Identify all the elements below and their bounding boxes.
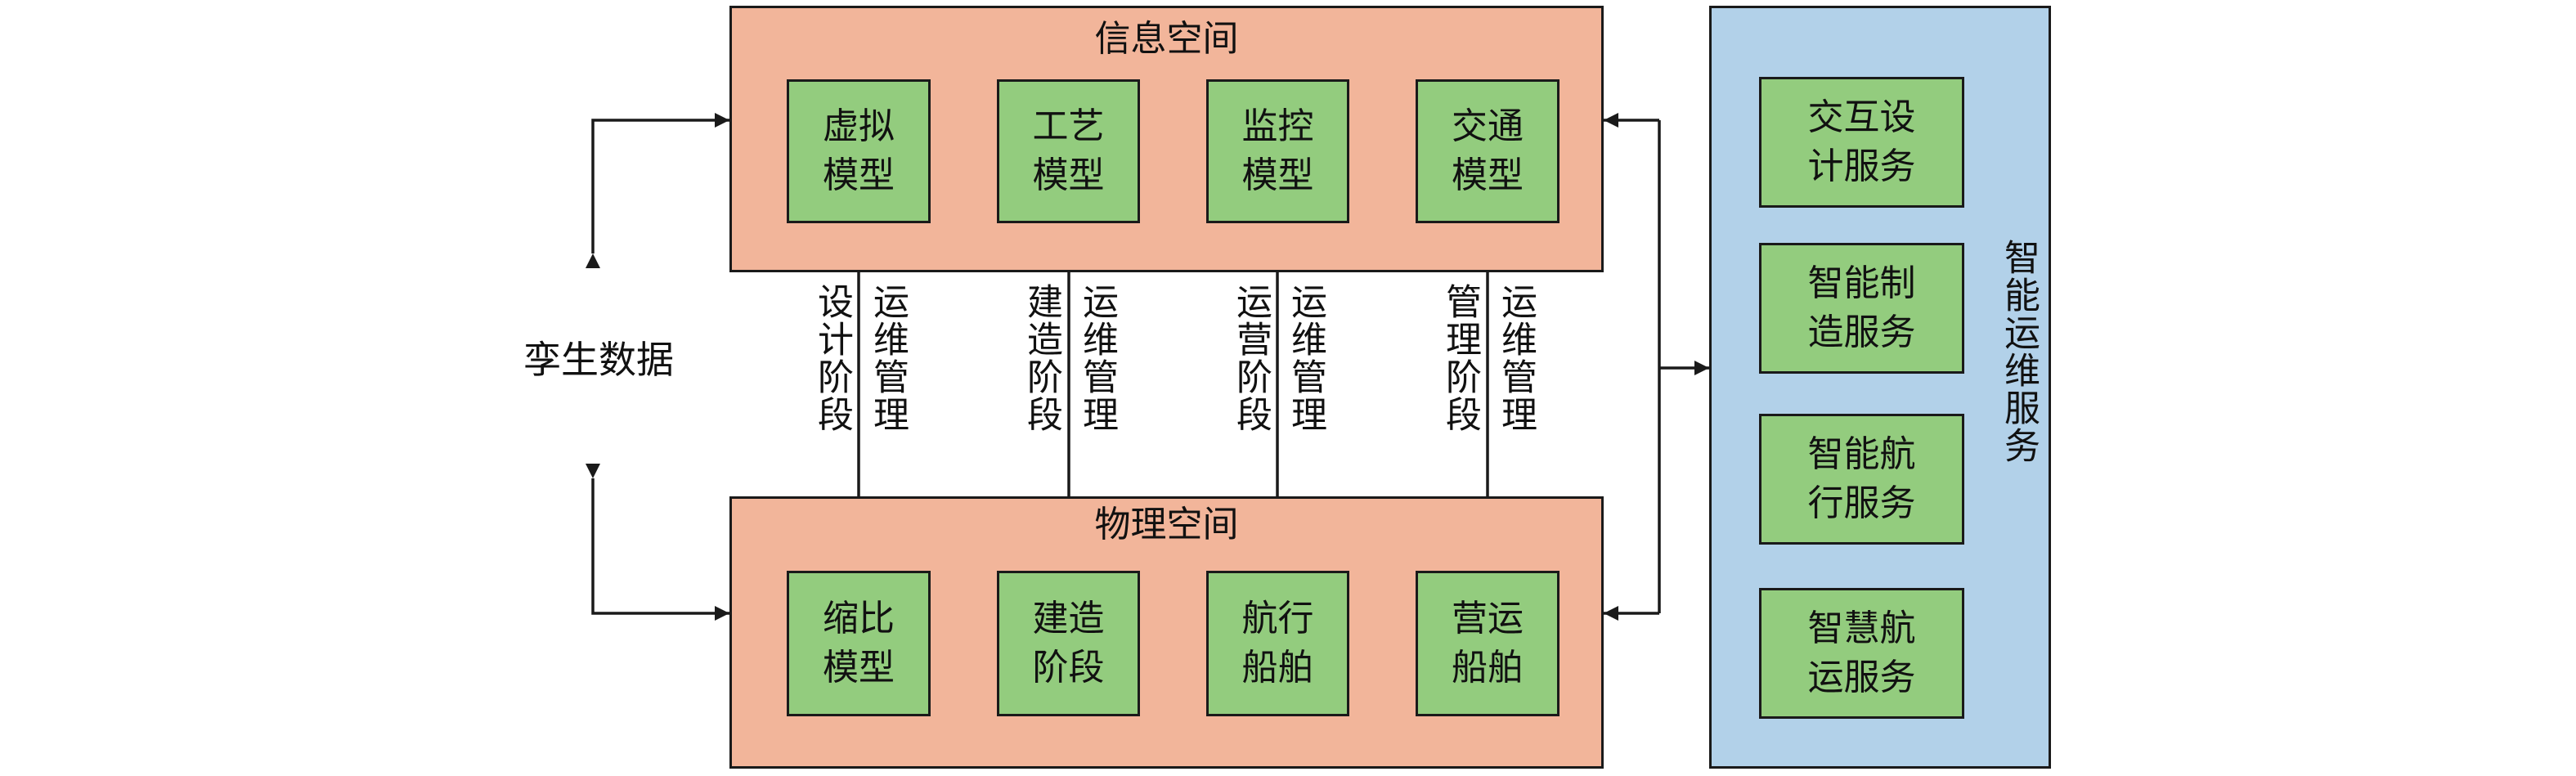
twin-data-arrow-down xyxy=(586,464,729,621)
model-label: 航行 xyxy=(1241,598,1314,639)
model-label: 缩比 xyxy=(823,598,895,639)
info-space-title: 信息空间 xyxy=(1094,18,1239,60)
phys-model-operating-ship: 营运船舶 xyxy=(1416,571,1560,716)
model-label: 工艺 xyxy=(1032,105,1105,147)
service-interactive-design: 交互设计服务 xyxy=(1759,77,1964,208)
model-label: 建造 xyxy=(1032,598,1105,639)
model-label: 阶段 xyxy=(1032,647,1105,689)
model-label: 模型 xyxy=(823,647,895,689)
physical-space-title: 物理空间 xyxy=(1094,504,1239,545)
model-label: 营运 xyxy=(1452,598,1524,639)
service-label: 运服务 xyxy=(1807,657,1916,698)
service-smart-navigation: 智能航行服务 xyxy=(1759,414,1964,545)
phase-label-1: 设计阶段 xyxy=(811,283,853,433)
model-label: 监控 xyxy=(1241,105,1314,147)
service-label: 计服务 xyxy=(1807,146,1916,187)
model-label: 船舶 xyxy=(1241,647,1314,689)
model-label: 模型 xyxy=(823,155,895,196)
phase-label-2: 建造阶段 xyxy=(1021,283,1062,433)
ops-label-2: 运维管理 xyxy=(1076,283,1118,433)
info-model-traffic: 交通模型 xyxy=(1416,79,1560,223)
service-label: 行服务 xyxy=(1807,482,1916,524)
phase-label-3: 运营阶段 xyxy=(1230,283,1272,433)
model-label: 虚拟 xyxy=(823,105,895,147)
phys-model-scale: 缩比模型 xyxy=(787,571,931,716)
service-label: 智能航 xyxy=(1807,433,1916,475)
info-model-virtual: 虚拟模型 xyxy=(787,79,931,223)
phys-model-construction: 建造阶段 xyxy=(997,571,1140,716)
model-label: 船舶 xyxy=(1452,647,1524,689)
service-label: 造服务 xyxy=(1807,312,1916,353)
phys-model-sailing-ship: 航行船舶 xyxy=(1206,571,1349,716)
model-label: 模型 xyxy=(1241,155,1314,196)
service-smart-manufacturing: 智能制造服务 xyxy=(1759,243,1964,374)
ops-label-1: 运维管理 xyxy=(867,283,909,433)
ops-label-4: 运维管理 xyxy=(1495,283,1537,433)
phase-label-4: 管理阶段 xyxy=(1439,283,1481,433)
model-label: 模型 xyxy=(1452,155,1524,196)
service-label: 智慧航 xyxy=(1807,608,1916,649)
info-model-process: 工艺模型 xyxy=(997,79,1140,223)
service-smart-shipping: 智慧航运服务 xyxy=(1759,588,1964,719)
ops-label-3: 运维管理 xyxy=(1285,283,1326,433)
info-model-monitor: 监控模型 xyxy=(1206,79,1349,223)
service-label: 交互设 xyxy=(1807,96,1916,138)
service-label: 智能制 xyxy=(1807,262,1916,304)
model-label: 模型 xyxy=(1032,155,1105,196)
model-label: 交通 xyxy=(1452,105,1524,147)
services-panel-title: 智能运维服务 xyxy=(1998,239,2040,464)
twin-data-arrow-up xyxy=(586,113,729,268)
twin-data-label: 孪生数据 xyxy=(523,338,674,382)
